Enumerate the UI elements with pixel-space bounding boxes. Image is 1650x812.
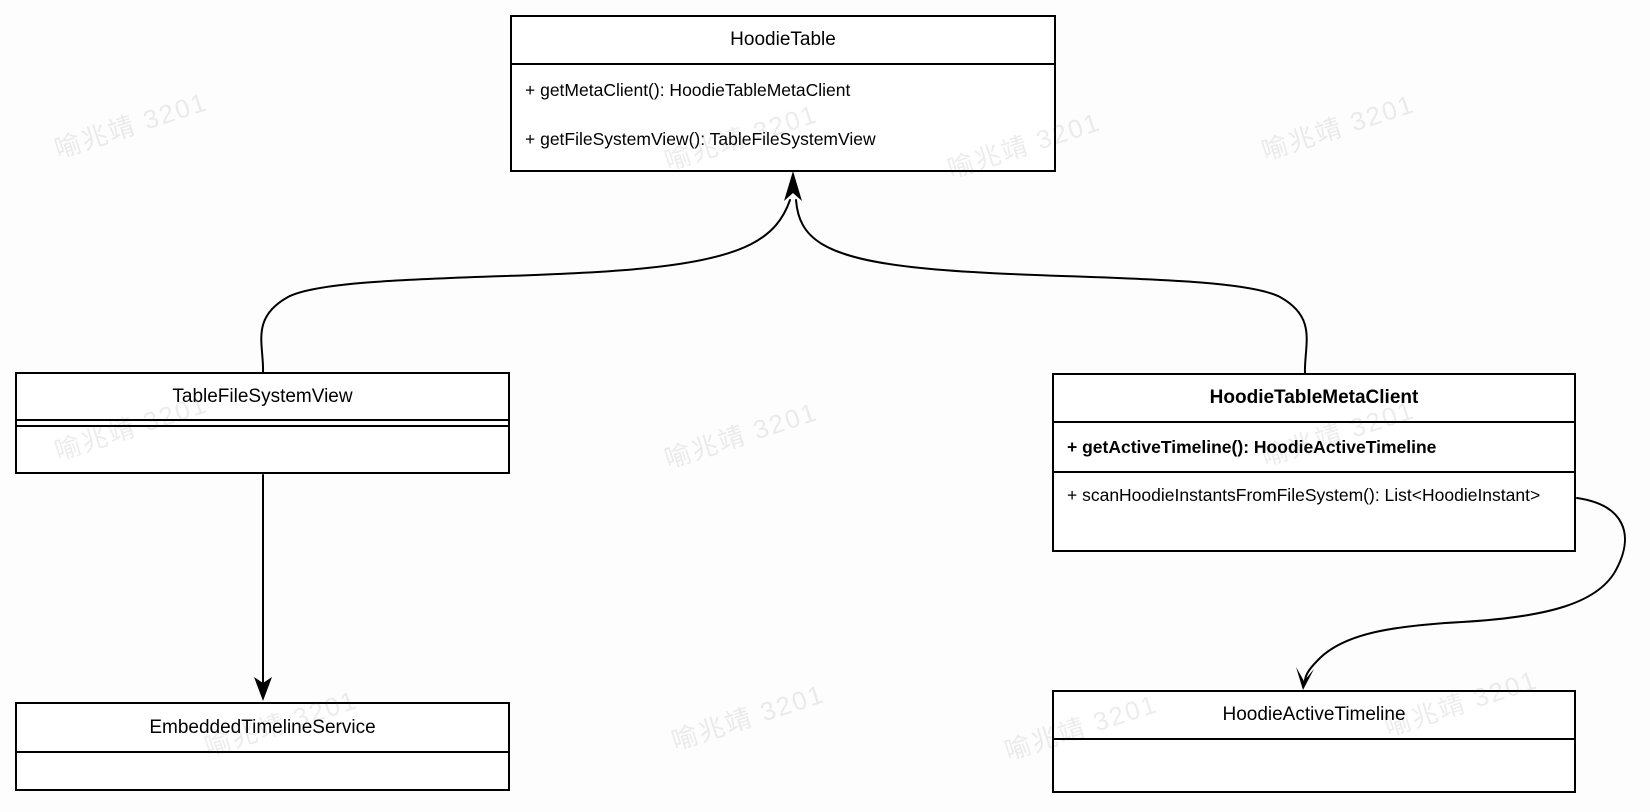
class-title: HoodieTableMetaClient — [1054, 375, 1574, 423]
watermark-text: 喻兆靖 3201 — [667, 678, 829, 757]
class-method: + scanHoodieInstantsFromFileSystem(): Li… — [1067, 485, 1541, 505]
class-title: HoodieActiveTimeline — [1054, 692, 1574, 740]
class-box-hoodie-active-timeline: HoodieActiveTimeline — [1052, 690, 1576, 793]
arrow-tfsv-to-hoodietable — [260, 199, 791, 373]
class-title: TableFileSystemView — [17, 374, 508, 421]
arrowhead-up-icon — [784, 171, 802, 201]
method-compartment: + getMetaClient(): HoodieTableMetaClient… — [512, 65, 1054, 151]
class-title: EmbeddedTimelineService — [17, 704, 508, 753]
arrowhead-down-icon — [1296, 667, 1314, 690]
arrowhead-down-icon — [254, 677, 272, 701]
class-box-hoodie-table-meta-client: HoodieTableMetaClient + getActiveTimelin… — [1052, 373, 1576, 552]
empty-attributes-compartment — [17, 421, 508, 427]
watermark-text: 喻兆靖 3201 — [660, 396, 822, 475]
class-method: + getActiveTimeline(): HoodieActiveTimel… — [1054, 423, 1574, 473]
class-box-hoodie-table: HoodieTable + getMetaClient(): HoodieTab… — [510, 15, 1056, 172]
class-title: HoodieTable — [512, 17, 1054, 65]
class-method: + getMetaClient(): HoodieTableMetaClient — [525, 80, 851, 100]
class-box-embedded-timeline-service: EmbeddedTimelineService — [15, 702, 510, 791]
arrow-htmc-to-hoodietable — [795, 199, 1308, 374]
watermark-text: 喻兆靖 3201 — [1257, 88, 1419, 167]
watermark-text: 喻兆靖 3201 — [50, 86, 212, 165]
class-method: + getFileSystemView(): TableFileSystemVi… — [525, 128, 876, 149]
class-box-table-file-system-view: TableFileSystemView — [15, 372, 510, 474]
